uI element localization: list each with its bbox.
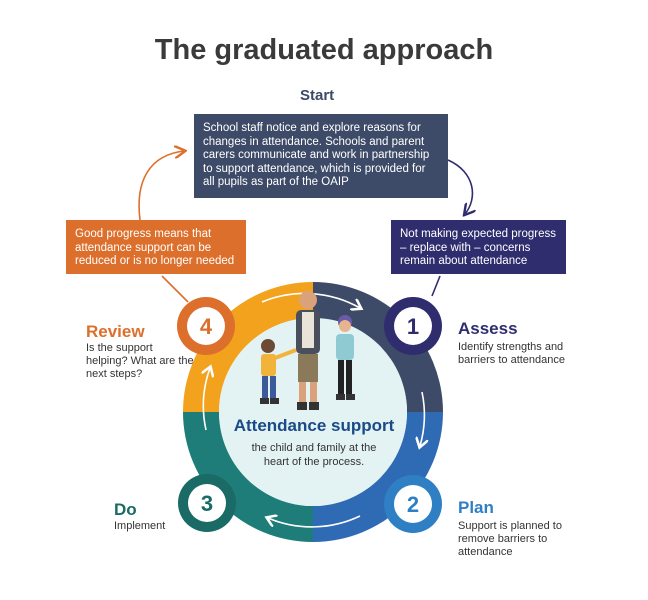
review-connector (161, 275, 189, 303)
stage-desc-review: Is the support helping? What are the nex… (86, 342, 194, 380)
flow-arrow-bottom (268, 516, 361, 528)
stage-desc-plan: Support is planned to remove barriers to… (458, 520, 562, 558)
review-outcome-box: Good progress means that attendance supp… (66, 220, 246, 274)
review-to-start-arrow (138, 151, 184, 221)
family-illustration (260, 291, 355, 410)
assess-outcome-box: Not making expected progress – replace w… (391, 220, 566, 274)
stage-desc-do: Implement (114, 520, 166, 532)
stage-desc-assess: Identify strengths and barriers to atten… (458, 341, 566, 366)
stage-number-plan: 2 (407, 492, 419, 517)
stage-title-plan: Plan (458, 498, 494, 517)
center-title: Attendance support (233, 416, 395, 435)
ring-segment-do (183, 412, 313, 542)
flow-arrow-right (420, 391, 424, 446)
stage-title-review: Review (86, 322, 145, 341)
diagram-title: The graduated approach (154, 34, 494, 66)
stage-node-plan[interactable]: 2 (384, 475, 442, 533)
stage-number-review: 4 (200, 314, 213, 339)
stage-node-review[interactable]: 4 (177, 297, 235, 355)
assess-connector (431, 275, 441, 297)
flow-arrow-left (203, 368, 210, 431)
start-label: Start (300, 87, 335, 104)
ring-segment-plan (313, 412, 443, 542)
start-box: School staff notice and explore reasons … (194, 114, 448, 198)
center-description: the child and family at the heart of the… (251, 442, 377, 468)
stage-number-assess: 1 (407, 314, 419, 339)
ring-segment-review (183, 282, 313, 412)
stage-node-assess[interactable]: 1 (384, 297, 442, 355)
stage-title-assess: Assess (458, 319, 518, 338)
stage-node-do[interactable]: 3 (178, 474, 236, 532)
start-to-assess-arrow (447, 159, 472, 214)
ring-segment-assess (313, 282, 443, 412)
stage-title-do: Do (114, 500, 137, 519)
stage-number-do: 3 (201, 491, 213, 516)
